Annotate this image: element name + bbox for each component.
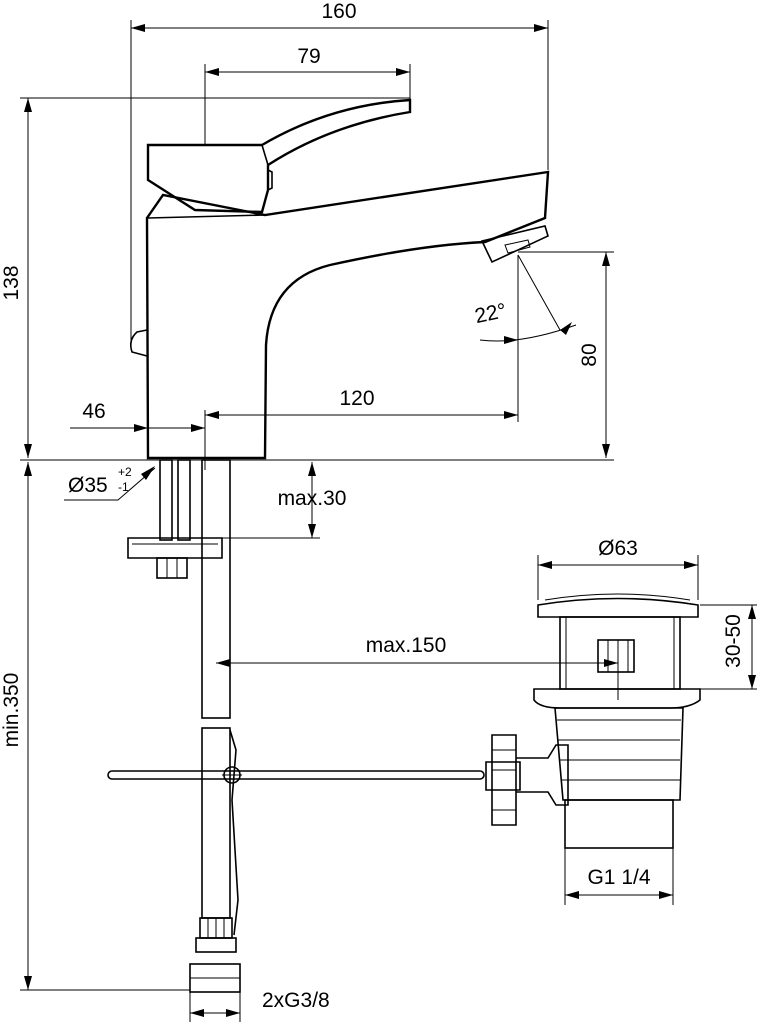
dim-waste-height: 30-50 bbox=[722, 614, 745, 668]
dimension-labels: 160 79 138 120 46 80 22° Ø35 +2 -1 max.3… bbox=[0, 0, 745, 1012]
dim-spout-clearance: 80 bbox=[578, 343, 601, 366]
popup-rod bbox=[107, 766, 485, 784]
waste-cap bbox=[537, 597, 699, 618]
dim-lever-reach: 79 bbox=[297, 45, 320, 68]
dim-max-deck: max.30 bbox=[278, 487, 347, 510]
dim-width-total: 160 bbox=[321, 0, 356, 23]
faucet-body bbox=[145, 170, 550, 460]
aerator bbox=[480, 225, 549, 264]
dim-hole-tol-lower: -1 bbox=[118, 480, 129, 494]
dim-waste-thread: G1 1/4 bbox=[587, 866, 650, 889]
dim-waste-diameter: Ø63 bbox=[598, 537, 638, 560]
dim-hose-connection: 2xG3/8 bbox=[262, 989, 330, 1012]
dim-max-distance: max.150 bbox=[366, 634, 447, 657]
clamp-plate bbox=[127, 537, 223, 559]
mounting-assembly bbox=[127, 459, 223, 579]
dim-spout-reach: 120 bbox=[339, 387, 374, 410]
dim-height-total: 138 bbox=[0, 265, 23, 300]
dim-hole-diameter: Ø35 bbox=[68, 474, 108, 497]
dim-body-offset: 46 bbox=[82, 400, 105, 423]
dim-spout-angle: 22° bbox=[473, 299, 509, 328]
lever-handle bbox=[146, 98, 412, 214]
supply-hose bbox=[189, 459, 241, 993]
dimension-lines bbox=[20, 20, 757, 1022]
waste-valve bbox=[485, 593, 701, 849]
dim-min-hose: min.350 bbox=[0, 673, 23, 748]
popup-knob bbox=[130, 329, 148, 357]
dim-hole-tol-upper: +2 bbox=[118, 465, 132, 479]
faucet bbox=[130, 98, 550, 460]
